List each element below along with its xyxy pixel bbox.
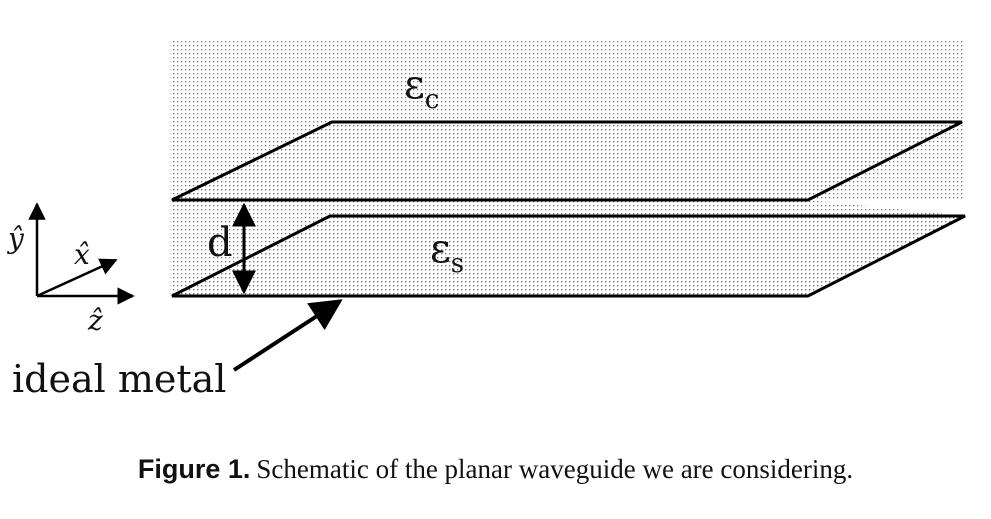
epsilon-c-label: εc (404, 62, 439, 115)
epsilon-s-label: εs (430, 226, 464, 279)
figure-caption-text: Schematic of the planar waveguide we are… (256, 454, 854, 484)
upper-plate (171, 120, 963, 202)
metal-pointer-arrow (232, 299, 343, 372)
ideal-metal-label: ideal metal (12, 357, 226, 401)
x-axis-arrow (36, 258, 118, 298)
thickness-label: d (207, 220, 233, 266)
z-axis-label: ẑ (87, 304, 103, 337)
y-axis-label: ŷ (6, 222, 25, 255)
lower-metal-plate (171, 214, 966, 298)
x-axis-label: x̂ (74, 238, 90, 271)
figure-label: Figure 1. (137, 454, 251, 484)
figure-caption: Figure 1.Schematic of the planar wavegui… (0, 454, 991, 485)
